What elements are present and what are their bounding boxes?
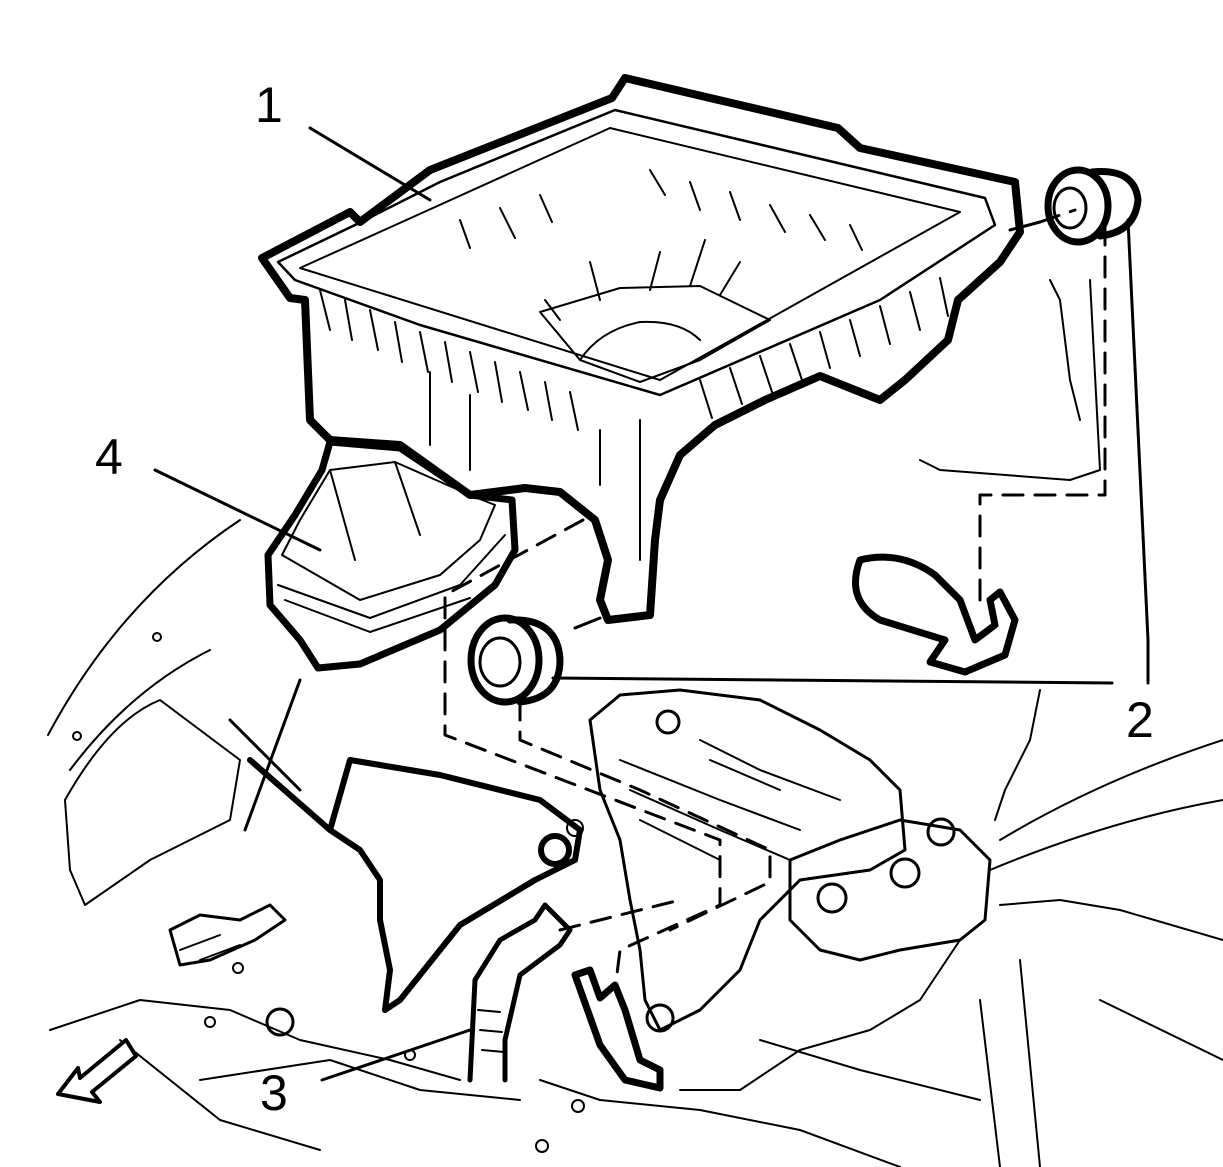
leader-3b [243, 678, 302, 832]
callout-1: 1 [255, 77, 283, 133]
air-cleaner-housing [258, 74, 1042, 624]
grommet-front [467, 614, 602, 706]
leader-4 [153, 468, 322, 552]
engine-bay-background [47, 279, 1223, 1167]
leader-2b [1126, 218, 1150, 685]
grommet-rear [1044, 166, 1142, 246]
installation-guide-lines [443, 208, 1107, 992]
callout-2: 2 [1126, 692, 1154, 748]
front-direction-arrow-icon [56, 1038, 138, 1104]
callout-4: 4 [95, 429, 123, 485]
leader-3 [320, 1028, 472, 1082]
leader-1 [308, 126, 432, 202]
callout-3: 3 [260, 1065, 288, 1121]
air-intake-duct [264, 438, 519, 672]
leader-2a [551, 676, 1114, 685]
callout-leaders [153, 126, 1150, 1082]
mounting-bracket [571, 553, 1019, 1092]
